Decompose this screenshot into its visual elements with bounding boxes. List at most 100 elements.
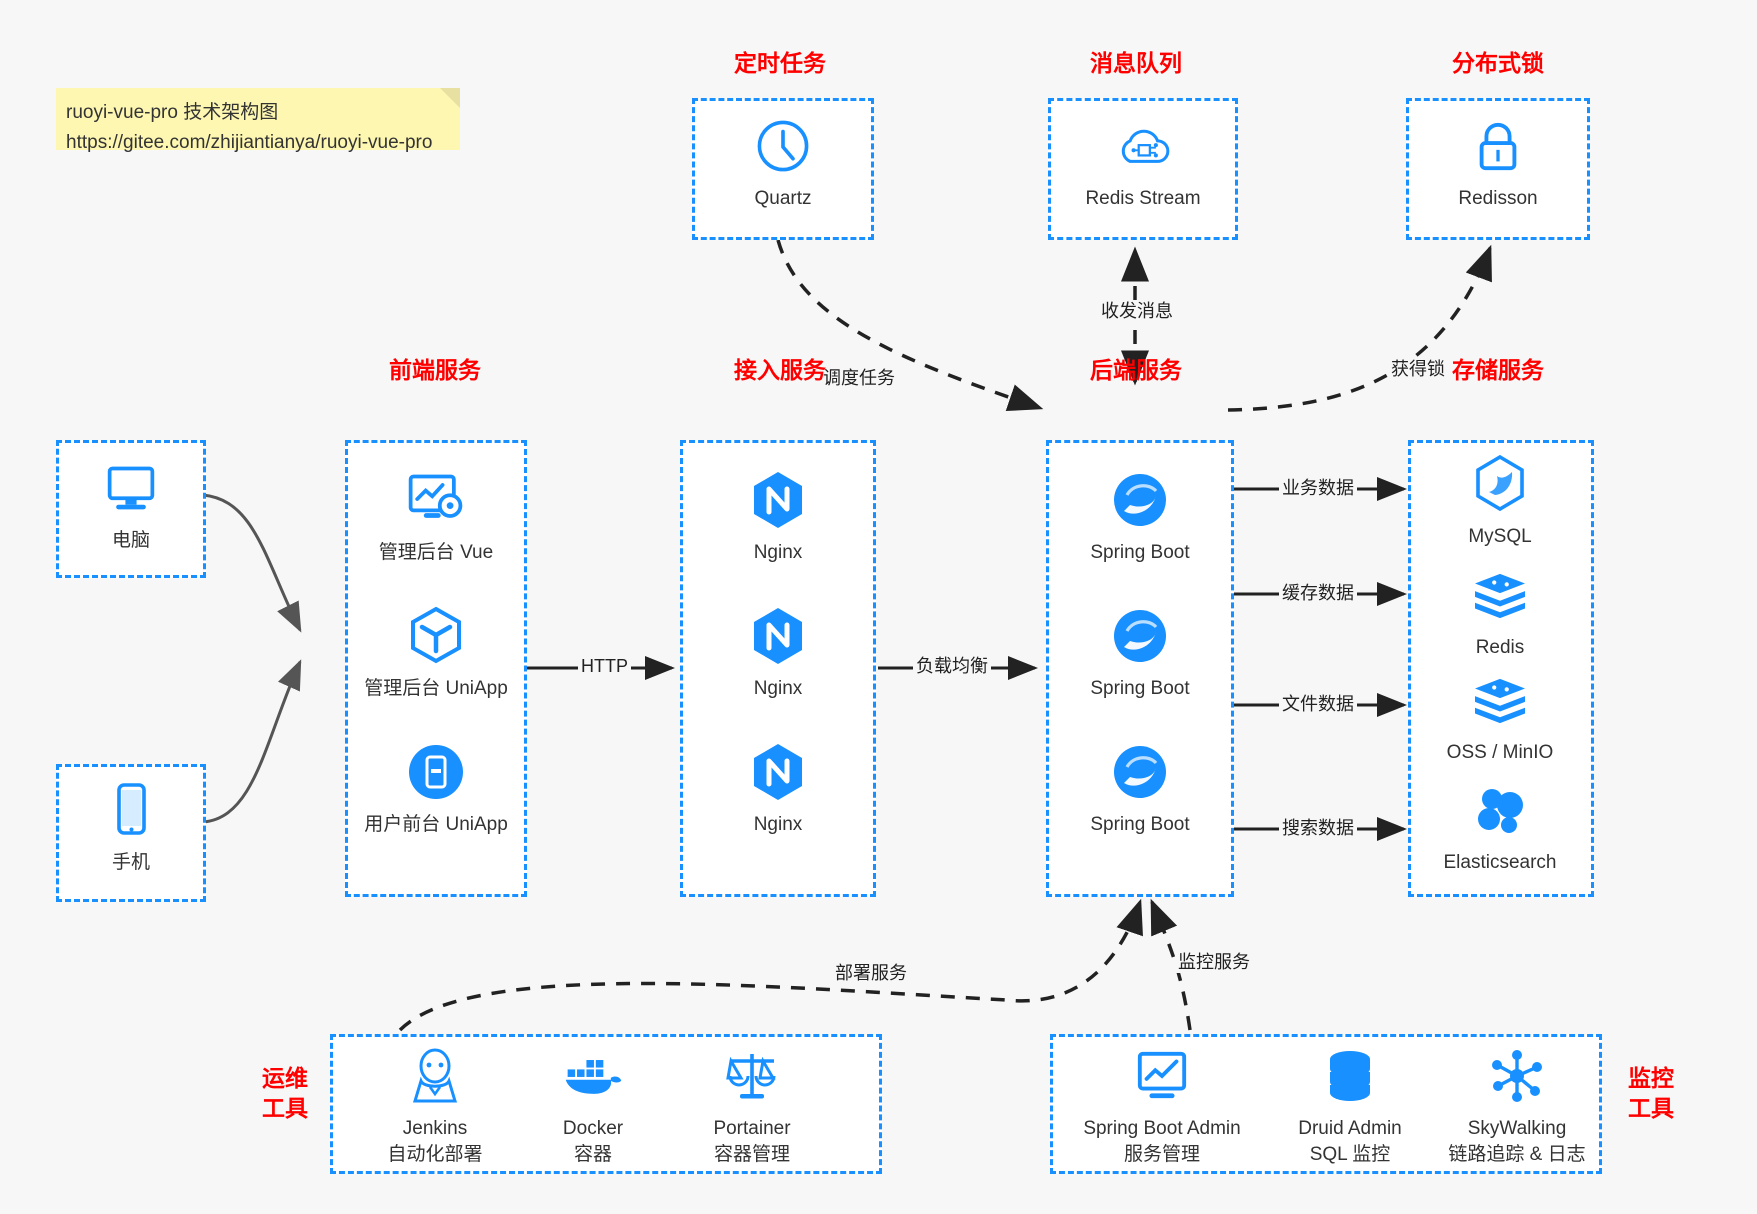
node-nginx-2[interactable]: Nginx	[698, 604, 858, 702]
edge-label-file-data: 文件数据	[1279, 693, 1357, 715]
node-label: MySQL	[1468, 526, 1532, 547]
edge-label-deploy-service: 部署服务	[832, 962, 910, 984]
skywalking-icon	[1432, 1044, 1602, 1108]
note-title: ruoyi-vue-pro 技术架构图	[66, 102, 279, 123]
node-druid-admin[interactable]: Druid Admin SQL 监控	[1270, 1044, 1430, 1168]
group-title-devops-line1: 运维	[262, 1065, 308, 1091]
group-title-scheduled-task: 定时任务	[734, 50, 826, 76]
mysql-icon	[1420, 452, 1580, 516]
note-fold-icon	[440, 88, 460, 108]
node-sublabel: 容器	[573, 1144, 612, 1165]
edge-label-cache-data: 缓存数据	[1279, 582, 1357, 604]
elasticsearch-icon	[1420, 778, 1580, 842]
group-title-devops: 运维 工具	[250, 1063, 320, 1123]
node-spring-boot-2[interactable]: Spring Boot	[1060, 604, 1220, 702]
phone-icon	[51, 778, 211, 842]
cube-icon	[356, 604, 516, 668]
node-quartz[interactable]: Quartz	[703, 114, 863, 212]
node-mysql[interactable]: MySQL	[1420, 452, 1580, 550]
node-docker[interactable]: Docker 容器	[513, 1044, 673, 1168]
node-nginx-1[interactable]: Nginx	[698, 468, 858, 566]
docker-icon	[513, 1044, 673, 1108]
lock-icon	[1418, 114, 1578, 178]
node-phone[interactable]: 手机	[51, 778, 211, 876]
database-icon	[1270, 1044, 1430, 1108]
wire-desktop-to-frontend	[202, 493, 302, 633]
node-jenkins[interactable]: Jenkins 自动化部署	[355, 1044, 515, 1168]
cloud-stream-icon	[1063, 114, 1223, 178]
group-title-storage: 存储服务	[1452, 357, 1544, 383]
group-title-devops-line2: 工具	[262, 1095, 308, 1121]
edge-label-monitor-service: 监控服务	[1175, 951, 1253, 973]
node-desktop[interactable]: 电脑	[51, 456, 211, 554]
node-sublabel: 容器管理	[713, 1144, 790, 1165]
group-title-frontend: 前端服务	[389, 357, 481, 383]
edge-label-acquire-lock: 获得锁	[1388, 358, 1448, 380]
nginx-icon	[698, 468, 858, 532]
node-sublabel: SQL 监控	[1309, 1144, 1391, 1165]
node-spring-boot-1[interactable]: Spring Boot	[1060, 468, 1220, 566]
edge-label-business-data: 业务数据	[1279, 477, 1357, 499]
group-distributed-lock	[1406, 98, 1590, 240]
group-title-backend: 后端服务	[1090, 357, 1182, 383]
edge-label-schedule-task: 调度任务	[820, 367, 898, 389]
spring-icon	[1060, 604, 1220, 668]
wire-devops-to-backend	[398, 898, 1143, 1032]
group-title-monitoring-line2: 工具	[1628, 1095, 1674, 1121]
node-label: Spring Boot Admin	[1083, 1118, 1241, 1139]
note-url: https://gitee.com/zhijiantianya/ruoyi-vu…	[66, 132, 433, 153]
mobile-app-icon	[356, 740, 516, 804]
group-title-monitoring: 监控 工具	[1615, 1063, 1687, 1123]
group-message-queue	[1048, 98, 1238, 240]
redis-icon	[1420, 668, 1580, 732]
node-sublabel: 服务管理	[1123, 1144, 1200, 1165]
node-label: Portainer	[713, 1118, 791, 1139]
node-label: 电脑	[111, 530, 150, 551]
node-elasticsearch[interactable]: Elasticsearch	[1420, 778, 1580, 876]
node-label: Redisson	[1458, 188, 1538, 209]
node-label: Nginx	[753, 814, 803, 835]
spring-icon	[1060, 740, 1220, 804]
group-monitoring	[1050, 1034, 1602, 1174]
node-admin-vue[interactable]: 管理后台 Vue	[356, 468, 516, 566]
node-label: Druid Admin	[1298, 1118, 1402, 1139]
node-nginx-3[interactable]: Nginx	[698, 740, 858, 838]
spring-icon	[1060, 468, 1220, 532]
group-title-monitoring-line1: 监控	[1628, 1065, 1674, 1091]
group-title-distributed-lock: 分布式锁	[1452, 50, 1544, 76]
node-label: Redis Stream	[1085, 188, 1201, 209]
wire-phone-to-frontend	[202, 659, 302, 824]
node-label: 手机	[111, 852, 150, 873]
edge-label-send-receive-message: 收发消息	[1098, 300, 1176, 322]
node-label: Spring Boot	[1090, 678, 1190, 699]
group-title-message-queue: 消息队列	[1090, 50, 1182, 76]
wire-backend-to-lock	[1227, 244, 1492, 412]
node-label: Nginx	[753, 542, 803, 563]
node-redis-stream[interactable]: Redis Stream	[1063, 114, 1223, 212]
edge-label-http: HTTP	[578, 655, 631, 677]
node-label: Quartz	[754, 188, 812, 209]
node-label: Redis	[1475, 637, 1525, 658]
node-label: Nginx	[753, 678, 803, 699]
node-label: Spring Boot	[1090, 814, 1190, 835]
node-user-uniapp[interactable]: 用户前台 UniApp	[356, 740, 516, 838]
node-label: SkyWalking	[1467, 1118, 1567, 1139]
node-label: Spring Boot	[1090, 542, 1190, 563]
node-portainer[interactable]: Portainer 容器管理	[672, 1044, 832, 1168]
node-spring-boot-admin[interactable]: Spring Boot Admin 服务管理	[1072, 1044, 1252, 1168]
dashboard-gear-icon	[356, 468, 516, 532]
node-redis[interactable]: Redis	[1420, 563, 1580, 661]
desktop-icon	[51, 456, 211, 520]
node-spring-boot-3[interactable]: Spring Boot	[1060, 740, 1220, 838]
monitor-chart-icon	[1072, 1044, 1252, 1108]
node-admin-uniapp[interactable]: 管理后台 UniApp	[356, 604, 516, 702]
node-skywalking[interactable]: SkyWalking 链路追踪 & 日志	[1432, 1044, 1602, 1168]
redis-icon	[1420, 563, 1580, 627]
node-label: OSS / MinIO	[1446, 742, 1554, 763]
node-redisson[interactable]: Redisson	[1418, 114, 1578, 212]
node-oss-minio[interactable]: OSS / MinIO	[1420, 668, 1580, 766]
group-storage	[1408, 440, 1594, 897]
node-label: 管理后台 UniApp	[364, 678, 508, 699]
group-title-gateway: 接入服务	[734, 357, 826, 383]
